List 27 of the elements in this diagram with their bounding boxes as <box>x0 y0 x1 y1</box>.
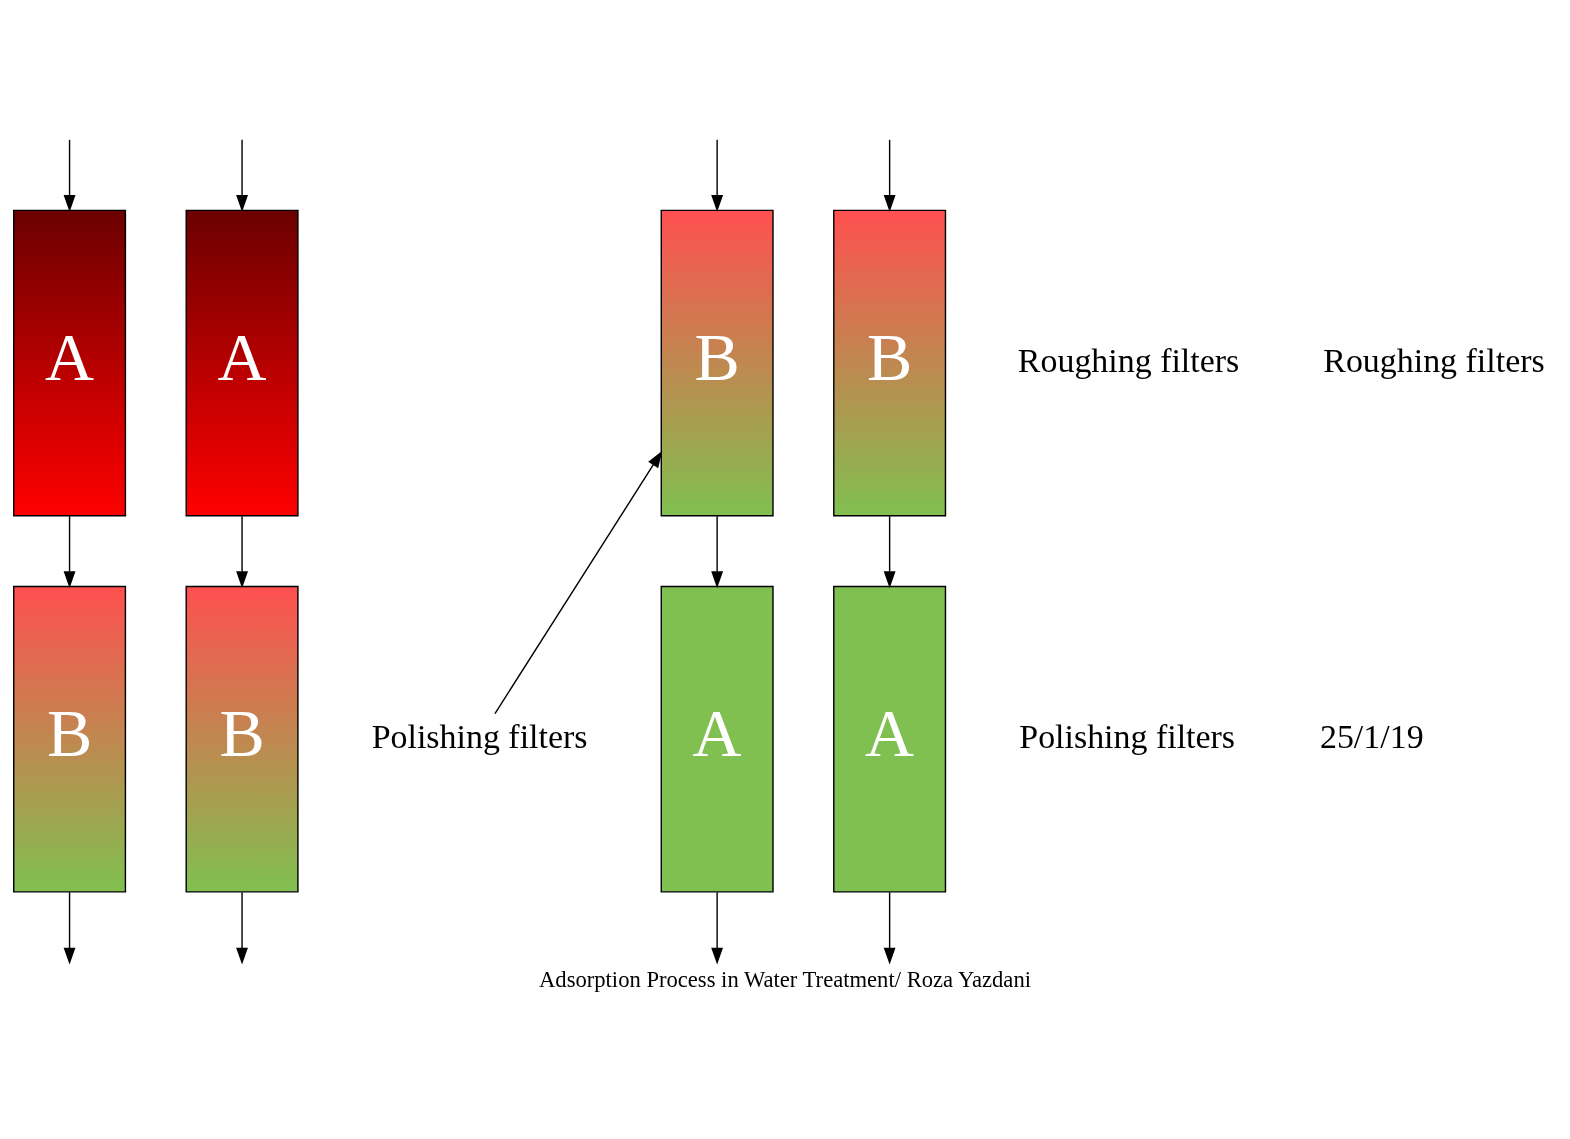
arrow <box>63 891 76 965</box>
arrow <box>63 139 76 213</box>
node-box: B <box>13 585 127 893</box>
node-text: Polishing filters <box>371 717 588 755</box>
arrow <box>236 891 248 965</box>
arrow <box>494 450 663 715</box>
arrow <box>711 139 724 213</box>
node-box: A <box>660 585 774 893</box>
node-box: A <box>13 209 127 517</box>
node-box: A <box>185 209 299 517</box>
arrow <box>883 139 896 213</box>
arrow <box>711 515 724 589</box>
node-box: B <box>660 209 774 517</box>
arrow <box>63 515 76 589</box>
label: Roughing filters <box>1323 341 1545 379</box>
node-box: B <box>185 585 299 893</box>
caption: Adsorption Process in Water Treatment/ Roza Yazdani <box>539 967 1031 993</box>
label: Polishing filters <box>1019 717 1236 755</box>
arrow <box>236 515 248 589</box>
arrow <box>236 139 248 213</box>
arrow <box>883 515 896 589</box>
arrow <box>883 891 896 965</box>
label: Roughing filters <box>1017 341 1240 379</box>
node-box: A <box>833 585 947 893</box>
arrow <box>711 891 724 965</box>
label: 25/1/19 <box>1319 717 1424 755</box>
node-box: B <box>833 209 947 517</box>
